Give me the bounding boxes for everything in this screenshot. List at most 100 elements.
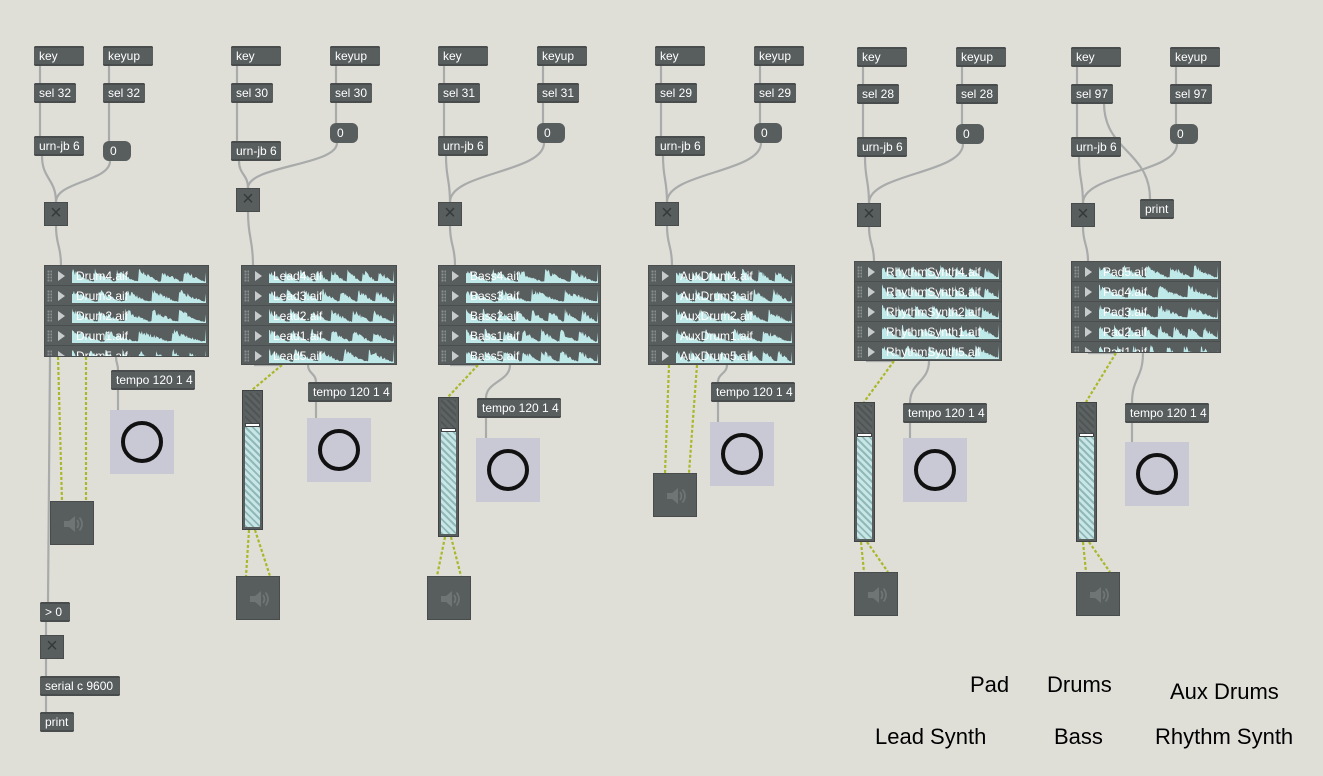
playlist-row[interactable]: Bass4.aif bbox=[439, 266, 600, 286]
beat-indicator[interactable] bbox=[903, 438, 967, 502]
drag-grip-icon[interactable] bbox=[1074, 286, 1079, 298]
play-icon[interactable] bbox=[58, 291, 65, 301]
sel-keyup-object[interactable]: sel 32 bbox=[103, 83, 145, 103]
speaker-icon[interactable] bbox=[236, 576, 280, 620]
playlist-row[interactable]: RhythmSynth1.aif bbox=[855, 322, 1001, 342]
playlist-row[interactable]: RhythmSynth5.aif bbox=[855, 342, 1001, 360]
play-icon[interactable] bbox=[255, 351, 262, 361]
drag-grip-icon[interactable] bbox=[244, 270, 249, 282]
key-object[interactable]: key bbox=[1071, 47, 1121, 67]
gain-slider[interactable] bbox=[854, 402, 875, 542]
playlist-row[interactable]: Bass2.aif bbox=[439, 306, 600, 326]
number-box[interactable]: 0 bbox=[956, 124, 984, 144]
play-icon[interactable] bbox=[255, 331, 262, 341]
playlist-row[interactable]: Drum5.aif bbox=[45, 346, 208, 356]
urn-object[interactable]: urn-jb 6 bbox=[1071, 137, 1121, 157]
play-icon[interactable] bbox=[1085, 307, 1092, 317]
key-object[interactable]: key bbox=[857, 47, 907, 67]
number-box[interactable]: 0 bbox=[1170, 124, 1198, 144]
sel-object[interactable]: sel 32 bbox=[34, 83, 76, 103]
gain-slider[interactable] bbox=[1076, 402, 1097, 542]
play-icon[interactable] bbox=[255, 311, 262, 321]
x-toggle-icon[interactable]: × bbox=[857, 203, 881, 227]
drag-grip-icon[interactable] bbox=[857, 286, 862, 298]
playlist-row[interactable]: Bass5.aif bbox=[439, 346, 600, 364]
play-icon[interactable] bbox=[662, 271, 669, 281]
drag-grip-icon[interactable] bbox=[441, 290, 446, 302]
compare-object[interactable]: > 0 bbox=[40, 602, 70, 622]
key-object[interactable]: key bbox=[34, 46, 84, 66]
drag-grip-icon[interactable] bbox=[47, 290, 52, 302]
playlist[interactable]: Lead4.aif Lead3.aif Lead2.aif Lead1.aif … bbox=[241, 265, 397, 365]
drag-grip-icon[interactable] bbox=[857, 306, 862, 318]
drag-grip-icon[interactable] bbox=[857, 346, 862, 358]
drag-grip-icon[interactable] bbox=[47, 270, 52, 282]
drag-grip-icon[interactable] bbox=[651, 350, 656, 362]
drag-grip-icon[interactable] bbox=[1074, 346, 1079, 352]
playlist[interactable]: Pad5.aif Pad4.aif Pad3.aif Pad2.aif Pad1… bbox=[1071, 261, 1221, 353]
key-object[interactable]: key bbox=[438, 46, 488, 66]
playlist-row[interactable]: AuxDrum5.aif bbox=[649, 346, 794, 364]
play-icon[interactable] bbox=[662, 351, 669, 361]
playlist-row[interactable]: AuxDrum3.aif bbox=[649, 286, 794, 306]
play-icon[interactable] bbox=[58, 331, 65, 341]
tempo-object[interactable]: tempo 120 1 4 bbox=[711, 382, 795, 402]
beat-indicator[interactable] bbox=[1125, 442, 1189, 506]
print-object[interactable]: print bbox=[40, 712, 74, 732]
play-icon[interactable] bbox=[255, 291, 262, 301]
playlist[interactable]: Bass4.aif Bass3.aif Bass2.aif Bass1.aif … bbox=[438, 265, 601, 365]
number-box[interactable]: 0 bbox=[537, 123, 565, 143]
print-object[interactable]: print bbox=[1140, 199, 1174, 219]
keyup-object[interactable]: keyup bbox=[537, 46, 587, 66]
x-toggle-icon[interactable]: × bbox=[655, 202, 679, 226]
drag-grip-icon[interactable] bbox=[1074, 266, 1079, 278]
keyup-object[interactable]: keyup bbox=[330, 46, 380, 66]
urn-object[interactable]: urn-jb 6 bbox=[231, 141, 281, 161]
play-icon[interactable] bbox=[452, 271, 459, 281]
play-icon[interactable] bbox=[452, 351, 459, 361]
slider-knob[interactable] bbox=[441, 428, 456, 432]
playlist-row[interactable]: Pad3.aif bbox=[1072, 302, 1220, 322]
sel-keyup-object[interactable]: sel 30 bbox=[330, 83, 372, 103]
playlist-row[interactable]: RhythmSynth3.aif bbox=[855, 282, 1001, 302]
playlist-row[interactable]: Lead2.aif bbox=[242, 306, 396, 326]
play-icon[interactable] bbox=[868, 287, 875, 297]
drag-grip-icon[interactable] bbox=[244, 290, 249, 302]
playlist[interactable]: Drum4.aif Drum3.aif Drum2.aif Drum1.aif … bbox=[44, 265, 209, 357]
drag-grip-icon[interactable] bbox=[651, 310, 656, 322]
slider-knob[interactable] bbox=[857, 433, 872, 437]
playlist-row[interactable]: Lead5.aif bbox=[242, 346, 396, 364]
play-icon[interactable] bbox=[662, 331, 669, 341]
playlist-row[interactable]: Drum3.aif bbox=[45, 286, 208, 306]
play-icon[interactable] bbox=[662, 291, 669, 301]
urn-object[interactable]: urn-jb 6 bbox=[438, 136, 488, 156]
drag-grip-icon[interactable] bbox=[857, 266, 862, 278]
playlist[interactable]: AuxDrum4.aif AuxDrum3.aif AuxDrum2.aif A… bbox=[648, 265, 795, 365]
play-icon[interactable] bbox=[452, 331, 459, 341]
play-icon[interactable] bbox=[868, 327, 875, 337]
urn-object[interactable]: urn-jb 6 bbox=[857, 137, 907, 157]
speaker-icon[interactable] bbox=[653, 473, 697, 517]
speaker-icon[interactable] bbox=[50, 501, 94, 545]
key-object[interactable]: key bbox=[655, 46, 705, 66]
play-icon[interactable] bbox=[58, 351, 65, 356]
keyup-object[interactable]: keyup bbox=[754, 46, 804, 66]
serial-object[interactable]: serial c 9600 bbox=[40, 676, 120, 696]
urn-object[interactable]: urn-jb 6 bbox=[34, 136, 84, 156]
playlist-row[interactable]: AuxDrum2.aif bbox=[649, 306, 794, 326]
drag-grip-icon[interactable] bbox=[651, 330, 656, 342]
play-icon[interactable] bbox=[58, 311, 65, 321]
speaker-icon[interactable] bbox=[854, 572, 898, 616]
drag-grip-icon[interactable] bbox=[441, 350, 446, 362]
speaker-icon[interactable] bbox=[427, 576, 471, 620]
drag-grip-icon[interactable] bbox=[441, 330, 446, 342]
urn-object[interactable]: urn-jb 6 bbox=[655, 136, 705, 156]
sel-keyup-object[interactable]: sel 29 bbox=[754, 83, 796, 103]
gain-slider[interactable] bbox=[438, 397, 459, 537]
beat-indicator[interactable] bbox=[110, 410, 174, 474]
number-box[interactable]: 0 bbox=[103, 141, 131, 161]
play-icon[interactable] bbox=[58, 271, 65, 281]
playlist-row[interactable]: Pad4.aif bbox=[1072, 282, 1220, 302]
playlist-row[interactable]: Bass1.aif bbox=[439, 326, 600, 346]
key-object[interactable]: key bbox=[231, 46, 281, 66]
